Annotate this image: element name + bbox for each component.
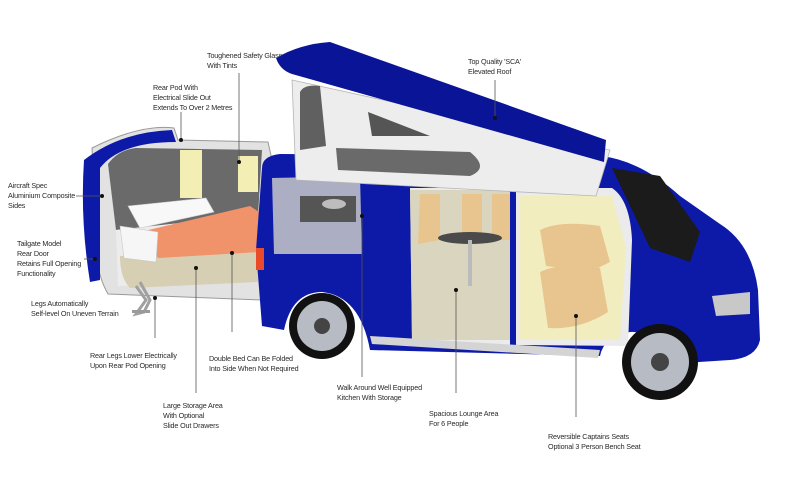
label-self-level-legs: Legs Automatically Self-level On Uneven … — [31, 299, 119, 318]
label-rear-legs: Rear Legs Lower Electrically Upon Rear P… — [90, 351, 177, 370]
label-safety-glass: Toughened Safety Glass With Tints — [207, 51, 283, 70]
label-rear-pod: Rear Pod With Electrical Slide Out Exten… — [153, 83, 233, 112]
front-wheel — [622, 324, 698, 400]
label-composite-sides: Aircraft Spec Aluminium Composite Sides — [8, 181, 76, 210]
label-kitchen: Walk Around Well Equipped Kitchen With S… — [337, 383, 422, 402]
elevated-roof — [276, 42, 611, 197]
label-elevated-roof: Top Quality 'SCA' Elevated Roof — [468, 57, 521, 76]
label-storage-area: Large Storage Area With Optional Slide O… — [163, 401, 223, 430]
van-body — [256, 154, 760, 364]
leader-lines — [76, 73, 577, 417]
rear-wheel — [289, 293, 355, 359]
label-lounge: Spacious Lounge Area For 6 People — [429, 409, 499, 428]
rear-pod — [82, 126, 273, 317]
label-tailgate: Tailgate Model Rear Door Retains Full Op… — [17, 239, 82, 278]
label-captains-seats: Reversible Captains Seats Optional 3 Per… — [548, 432, 641, 451]
leader-dots — [93, 116, 578, 318]
label-double-bed: Double Bed Can Be Folded Into Side When … — [209, 354, 299, 373]
